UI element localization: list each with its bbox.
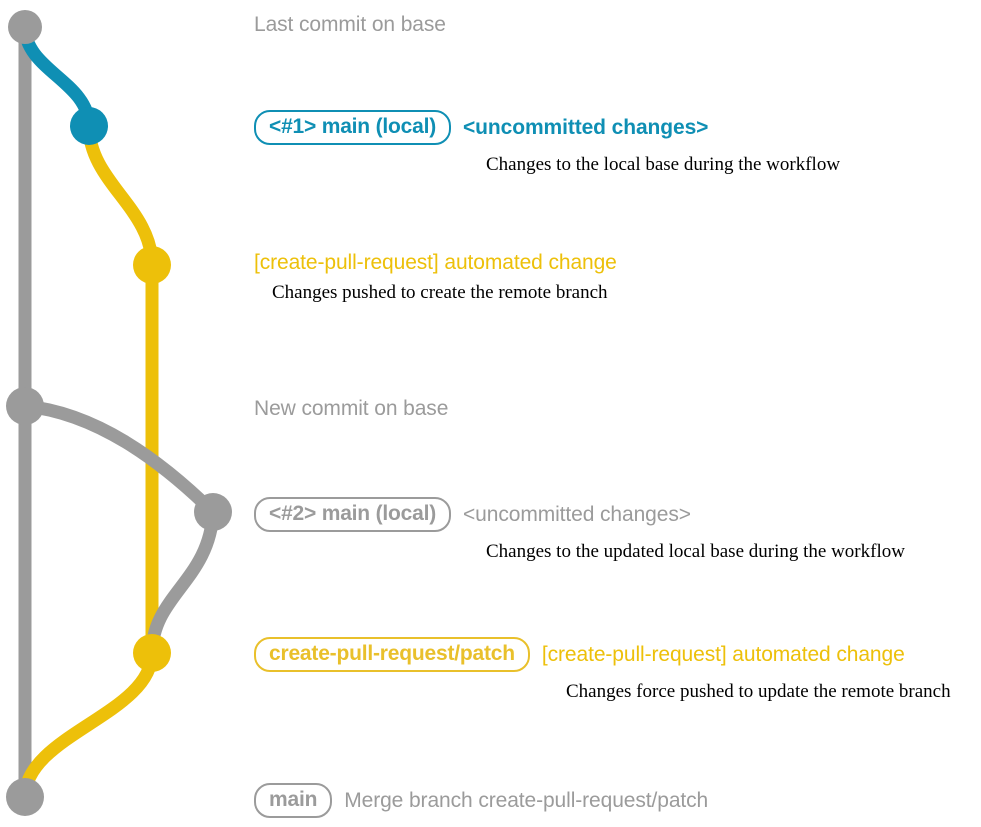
commit-row-automated-change-1: [create-pull-request] automated change C… <box>254 252 617 304</box>
commit-headline: Last commit on base <box>254 14 446 35</box>
commit-description: Changes to the local base during the wor… <box>486 154 841 175</box>
commit-row-new-commit-on-base: New commit on base <box>254 398 448 419</box>
edge-base-to-local-2 <box>18 399 220 519</box>
commit-subject: <uncommitted changes> <box>463 503 691 526</box>
commit-node-base-last[interactable] <box>8 10 42 44</box>
commit-node-base-new[interactable] <box>6 387 44 425</box>
commit-subject: Last commit on base <box>254 13 446 36</box>
commit-headline: <#2> main (local) <uncommitted changes> <box>254 497 905 532</box>
edge-patch-to-merge <box>18 646 159 804</box>
commit-row-local-2: <#2> main (local) <uncommitted changes> … <box>254 497 905 563</box>
commit-headline: main Merge branch create-pull-request/pa… <box>254 783 708 818</box>
commit-headline: [create-pull-request] automated change <box>254 252 617 273</box>
branch-pill-create-pull-request-patch[interactable]: create-pull-request/patch <box>254 637 530 672</box>
commit-description: Changes to the updated local base during… <box>486 541 905 562</box>
commit-headline: create-pull-request/patch [create-pull-r… <box>254 637 951 672</box>
commit-node-patch-1[interactable] <box>133 246 171 284</box>
commit-row-local-1: <#1> main (local) <uncommitted changes> … <box>254 110 840 176</box>
commit-node-patch-2[interactable] <box>133 634 171 672</box>
commit-subject: [create-pull-request] automated change <box>541 643 905 666</box>
commit-subject: [create-pull-request] automated change <box>254 251 617 274</box>
commit-description: Changes force pushed to update the remot… <box>566 681 951 702</box>
commit-row-last-commit-on-base: Last commit on base <box>254 14 446 35</box>
commit-node-local-2[interactable] <box>194 493 232 531</box>
commit-subject: Merge branch create-pull-request/patch <box>344 789 709 812</box>
commit-headline: New commit on base <box>254 398 448 419</box>
commit-row-merge: main Merge branch create-pull-request/pa… <box>254 783 708 818</box>
commit-node-merge[interactable] <box>6 778 44 816</box>
commit-row-automated-change-2: create-pull-request/patch [create-pull-r… <box>254 637 951 703</box>
branch-pill-main-local-1[interactable]: <#1> main (local) <box>254 110 452 145</box>
commit-node-local-1[interactable] <box>70 107 108 145</box>
commit-description: Changes pushed to create the remote bran… <box>272 282 608 303</box>
commit-headline: <#1> main (local) <uncommitted changes> <box>254 110 840 145</box>
commit-subject: New commit on base <box>254 397 449 420</box>
commit-subject: <uncommitted changes> <box>463 116 709 139</box>
branch-pill-main[interactable]: main <box>254 783 333 818</box>
branch-pill-main-local-2[interactable]: <#2> main (local) <box>254 497 452 532</box>
